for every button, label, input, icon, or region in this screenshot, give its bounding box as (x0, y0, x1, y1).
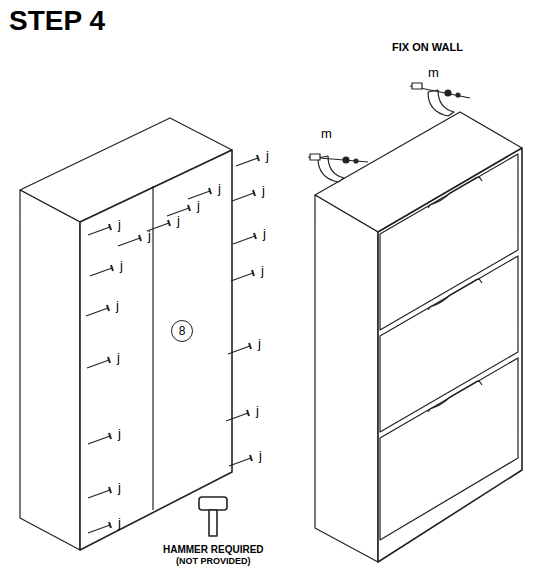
cabinet-front (378, 148, 522, 562)
nail-head (249, 343, 251, 349)
nail (90, 268, 112, 276)
part-letter: j (118, 516, 121, 530)
tool-note: (NOT PROVIDED) (176, 557, 251, 567)
nail-head (254, 233, 256, 239)
part-letter: j (118, 218, 121, 232)
nail (231, 273, 253, 281)
part-letter: j (118, 427, 121, 441)
nails (86, 155, 259, 533)
nail-head (109, 224, 111, 230)
part-letter: j (258, 337, 261, 351)
nail (236, 158, 258, 166)
drawer (380, 256, 518, 432)
nail (233, 236, 255, 244)
nail (229, 458, 251, 466)
part-letter: j (218, 182, 221, 196)
hammer-head (199, 497, 227, 510)
cabinet-side (315, 195, 378, 562)
nail-head (109, 433, 111, 439)
tool-note: HAMMER REQUIRED (163, 544, 264, 555)
nail (88, 436, 110, 444)
callout-number: 8 (179, 325, 186, 337)
hammer-handle (209, 510, 217, 536)
nail-head (252, 270, 254, 276)
part-letter: j (118, 481, 121, 495)
nail-head (188, 205, 190, 211)
panel-seam (152, 186, 153, 510)
handle (428, 177, 482, 208)
wall-bracket (428, 90, 454, 116)
nail-head (209, 188, 211, 194)
nail-head (168, 220, 170, 226)
washer (343, 157, 349, 163)
nail-head (108, 357, 110, 363)
wall-plug (310, 154, 320, 160)
part-letter: j (259, 449, 262, 463)
step-title: STEP 4 (9, 6, 105, 37)
part-letter: j (177, 214, 180, 228)
nail (86, 308, 108, 316)
nail-head (253, 190, 255, 196)
part-letter: m (321, 127, 332, 141)
nail-head (109, 487, 111, 493)
part-letter: j (117, 351, 120, 365)
part-letter: j (256, 404, 259, 418)
part-letter: j (197, 199, 200, 213)
nail (232, 193, 254, 201)
drawer (380, 358, 518, 540)
handle (428, 279, 482, 310)
nail (188, 191, 210, 199)
nail-head (139, 235, 141, 241)
part-letter: j (120, 259, 123, 273)
instruction-note: FIX ON WALL (392, 41, 463, 53)
part-letter: j (263, 227, 266, 241)
washer (445, 90, 451, 96)
nail-head (257, 155, 259, 161)
nail (226, 413, 248, 421)
callout-circle: 8 (171, 320, 193, 342)
nail (228, 346, 250, 354)
nail-head (107, 305, 109, 311)
part-letter: j (116, 299, 119, 313)
nail (118, 238, 140, 246)
back-panel (80, 150, 232, 550)
nail-head (111, 265, 113, 271)
nail (88, 227, 110, 235)
part-letter: j (148, 229, 151, 243)
nail-head (247, 410, 249, 416)
washer (354, 159, 358, 163)
nail-head (250, 455, 252, 461)
nail (88, 490, 110, 498)
nail-head (109, 522, 111, 528)
part-letter: m (428, 66, 439, 80)
drawer (380, 154, 518, 330)
part-letter: j (266, 149, 269, 163)
part-letter: j (262, 184, 265, 198)
nail (87, 360, 109, 368)
handle (428, 381, 482, 412)
part-letter: j (261, 264, 264, 278)
wall-plug (412, 83, 422, 89)
washer (456, 93, 460, 97)
nail (88, 525, 110, 533)
cabinet-side (20, 190, 80, 550)
